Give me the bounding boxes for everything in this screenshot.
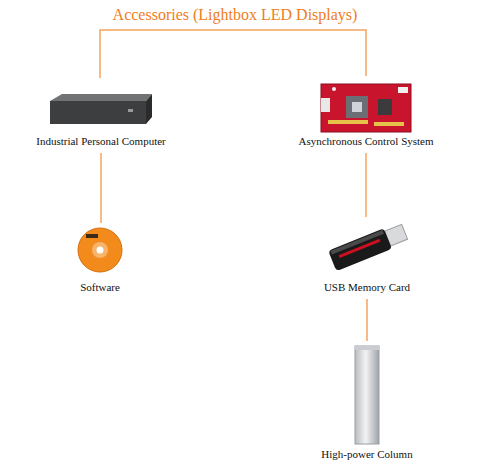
item-caption: Industrial Personal Computer — [16, 135, 186, 148]
accessory-item: High-power Column — [302, 344, 432, 463]
connector-line — [366, 299, 368, 341]
column-illustration — [355, 346, 379, 444]
control-card-illustration — [321, 84, 411, 132]
diagram-title: Accessories (Lightbox LED Displays) — [0, 5, 470, 24]
item-caption: Asynchronous Control System — [281, 135, 451, 148]
accessory-item: Industrial Personal Computer — [16, 92, 186, 150]
title-bracket — [100, 30, 366, 78]
item-caption: USB Memory Card — [302, 281, 432, 294]
pc-illustration — [50, 94, 152, 124]
connector-line — [365, 153, 367, 217]
usb-illustration — [328, 222, 409, 272]
accessory-item: Asynchronous Control System — [281, 82, 451, 150]
cd-illustration — [78, 228, 122, 272]
accessory-item: USB Memory Card — [302, 220, 432, 296]
accessory-item: Software — [40, 226, 160, 296]
connector-line — [100, 153, 102, 223]
item-caption: High-power Column — [302, 448, 432, 461]
item-caption: Software — [40, 281, 160, 294]
